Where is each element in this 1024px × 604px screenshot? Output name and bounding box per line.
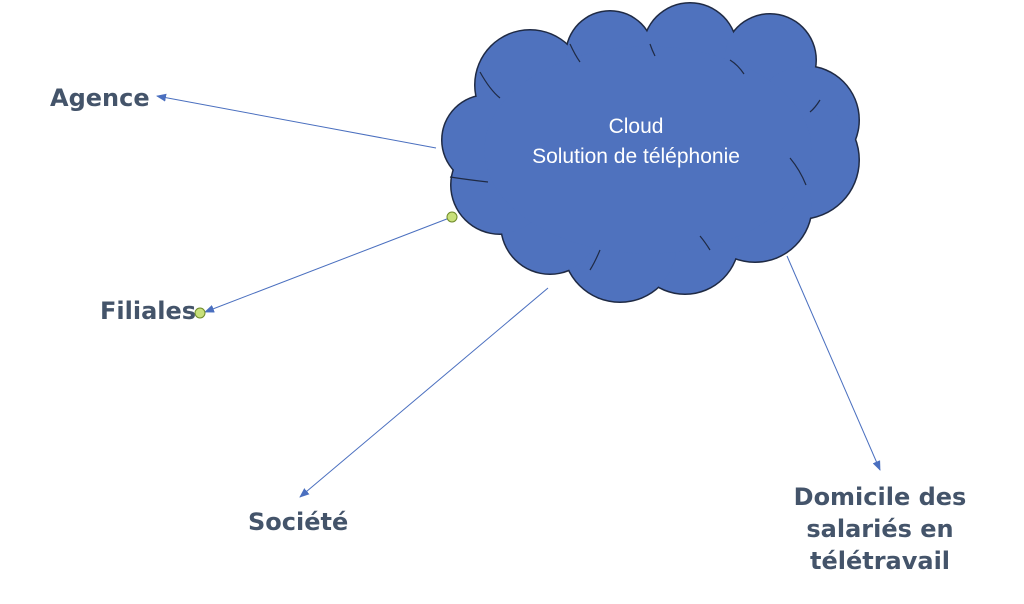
connector-domicile[interactable] <box>786 255 881 471</box>
cloud-subtitle: Solution de téléphonie <box>532 145 740 168</box>
connector-end-handle[interactable] <box>194 307 206 319</box>
connector-societe[interactable] <box>299 287 549 498</box>
cloud-shape[interactable] <box>441 2 860 303</box>
connector-filiales[interactable] <box>204 216 453 313</box>
node-domicile-line-1: Domicile des <box>793 483 967 511</box>
connector-agence[interactable] <box>156 93 437 149</box>
connector-start-handle[interactable] <box>446 211 458 223</box>
node-domicile[interactable]: Domicile des salariés en télétravail <box>780 481 980 577</box>
cloud-title: Cloud <box>608 115 664 138</box>
node-societe[interactable]: Société <box>248 508 349 536</box>
cloud-label: Cloud Solution de téléphonie <box>490 112 782 172</box>
node-filiales[interactable]: Filiales <box>100 297 197 325</box>
node-domicile-line-2: salariés en <box>806 515 954 543</box>
node-domicile-line-3: télétravail <box>809 547 951 575</box>
node-agence[interactable]: Agence <box>50 84 150 112</box>
